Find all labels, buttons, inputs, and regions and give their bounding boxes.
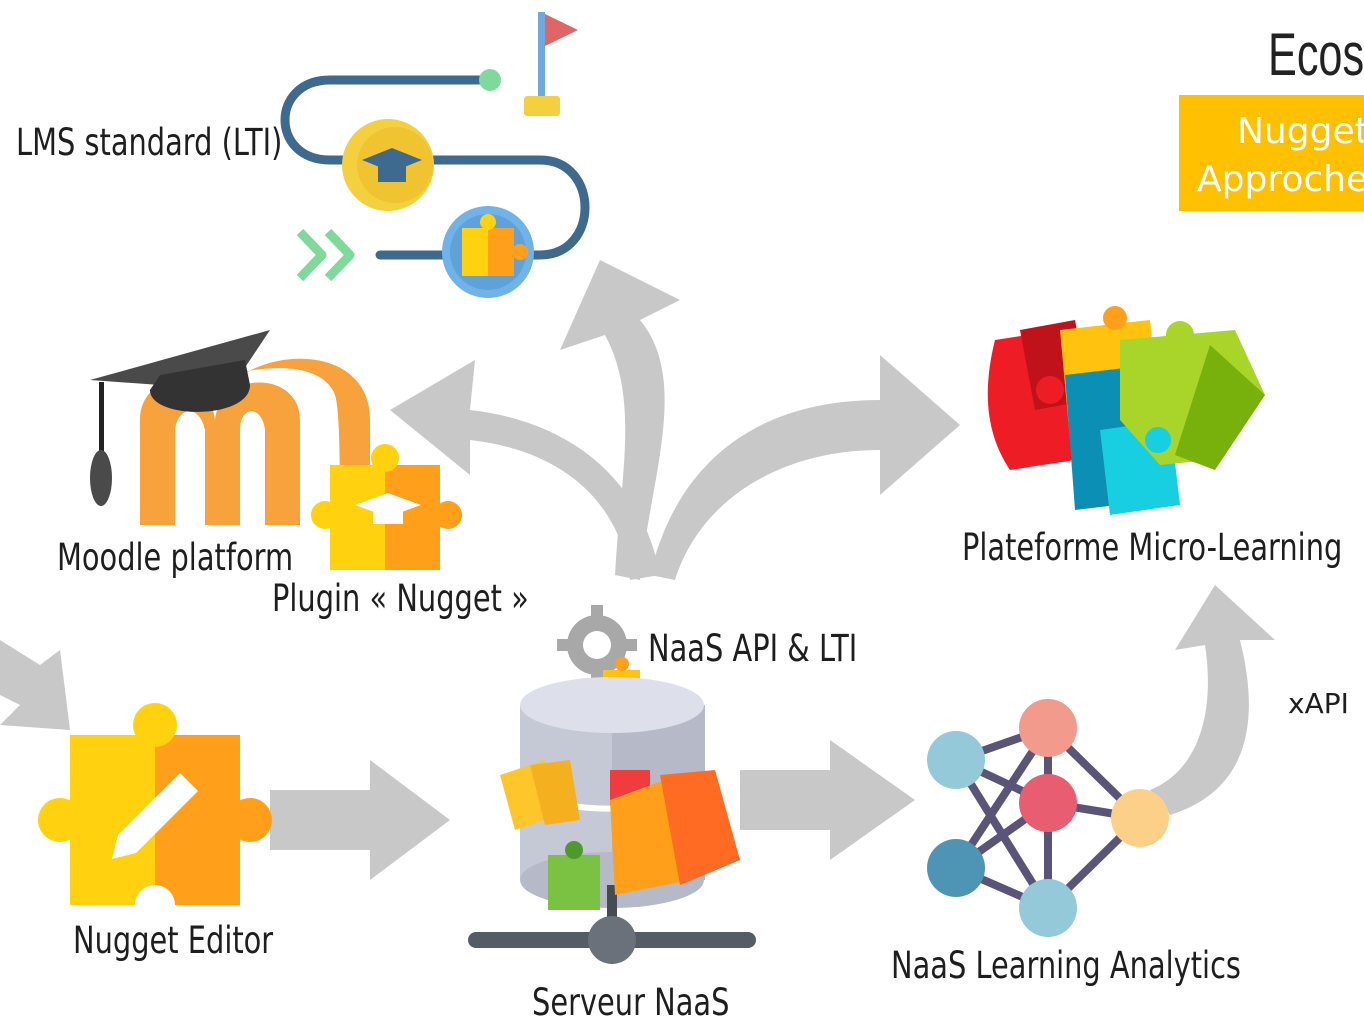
label-server: Serveur NaaS [532, 981, 730, 1024]
lms-path-icon [280, 12, 590, 298]
nugget-editor-icon [38, 703, 272, 925]
arrow-editor-to-server [270, 760, 450, 880]
plugin-nugget-icon [311, 444, 462, 570]
moodle-logo [90, 330, 370, 525]
badge-line-2: Approche [1197, 159, 1364, 200]
flow-arrows [0, 260, 1275, 880]
label-xapi: xAPI [1288, 687, 1349, 720]
arrow-server-to-analytics [740, 740, 915, 860]
diagram-title: Ecos [1268, 21, 1364, 88]
label-editor: Nugget Editor [73, 919, 274, 962]
arrow-to-microlearning [650, 355, 960, 580]
analytics-network-icon [927, 699, 1169, 937]
label-moodle: Moodle platform [57, 536, 294, 579]
badge-line-1: Nuggets [1237, 111, 1364, 152]
label-microlearning: Plateforme Micro-Learning [962, 526, 1343, 569]
label-analytics: NaaS Learning Analytics [891, 944, 1241, 987]
microlearning-puzzle-icon [987, 306, 1265, 515]
approach-badge: Nuggets Approche [1179, 95, 1364, 211]
arrow-to-moodle [390, 360, 660, 580]
arrow-to-lms [560, 260, 680, 580]
label-api: NaaS API & LTI [648, 627, 858, 670]
label-lms: LMS standard (LTI) [16, 121, 283, 164]
arrow-analytics-to-microlearning [1150, 585, 1275, 815]
label-plugin: Plugin « Nugget » [272, 577, 529, 620]
server-naas-icon [468, 605, 756, 964]
arrow-into-editor [0, 640, 70, 730]
